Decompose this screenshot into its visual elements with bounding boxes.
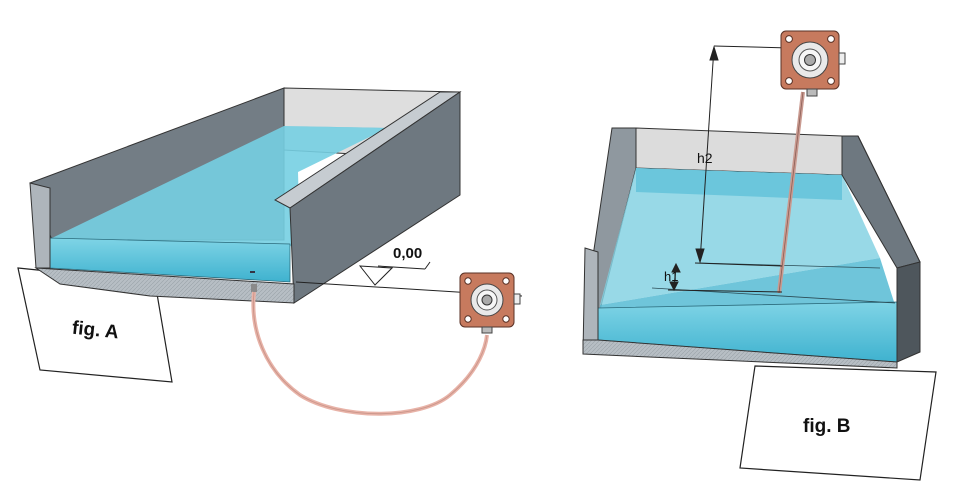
level-marker-label: 0,00 bbox=[393, 245, 422, 262]
cable-a bbox=[251, 291, 489, 416]
fig-b-label-card: fig. B bbox=[739, 365, 937, 481]
level-sensor-icon bbox=[459, 272, 521, 334]
figure-b: fig. B bbox=[582, 30, 937, 481]
dimension-h1 bbox=[667, 262, 783, 293]
level-sensor-icon bbox=[780, 30, 846, 97]
fig-a-label-card: fig. A bbox=[17, 267, 173, 383]
fig-a-label: fig. A bbox=[71, 318, 120, 344]
tank-b bbox=[582, 127, 921, 369]
dimension-h2-label: h2 bbox=[697, 150, 713, 166]
level-marker: 0,00 bbox=[358, 245, 431, 286]
figure-a: fig. A bbox=[17, 87, 523, 416]
tank-a bbox=[29, 87, 462, 304]
dimension-h1-label: h1 bbox=[664, 269, 678, 284]
dimension-h2 bbox=[694, 45, 791, 267]
fig-b-label: fig. B bbox=[803, 416, 851, 437]
